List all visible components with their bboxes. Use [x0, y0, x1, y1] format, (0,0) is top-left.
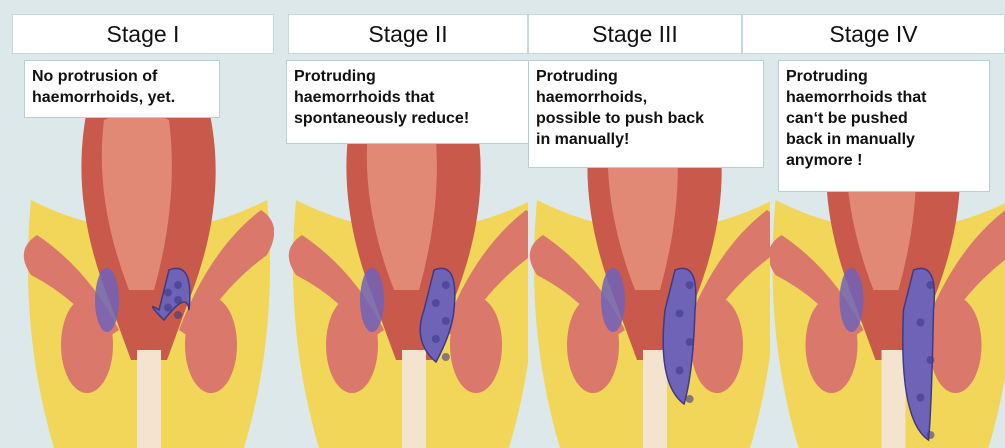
- anal-canal: [137, 350, 161, 448]
- vein-dot: [686, 338, 694, 346]
- stage-2-title: Stage II: [288, 14, 528, 54]
- anal-canal: [643, 350, 667, 448]
- haemorrhoid-cushion-left: [840, 268, 864, 332]
- sphincter-right: [185, 297, 237, 393]
- vein-dot: [174, 311, 182, 319]
- sphincter-right: [691, 297, 743, 393]
- haemorrhoid-cushion-left: [95, 268, 119, 332]
- vein-dot: [164, 289, 172, 297]
- vein-dot: [676, 310, 684, 318]
- anal-canal: [882, 350, 906, 448]
- sphincter-right: [930, 297, 982, 393]
- sphincter-right: [450, 297, 502, 393]
- vein-dot: [174, 281, 182, 289]
- vein-dot: [927, 431, 935, 439]
- vein-dot: [442, 353, 450, 361]
- stage-3-description: Protruding haemorrhoids, possible to pus…: [528, 60, 764, 168]
- vein-dot: [442, 317, 450, 325]
- vein-dot: [917, 319, 925, 327]
- stage-3-title: Stage III: [528, 14, 742, 54]
- vein-dot: [917, 394, 925, 402]
- vein-dot: [686, 281, 694, 289]
- vein-dot: [676, 367, 684, 375]
- vein-dot: [164, 304, 172, 312]
- vein-dot: [432, 299, 440, 307]
- vein-dot: [174, 296, 182, 304]
- vein-dot: [432, 335, 440, 343]
- stage-1-description: No protrusion of haemorrhoids, yet.: [24, 60, 220, 118]
- haemorrhoid-cushion-left: [360, 268, 384, 332]
- vein-dot: [927, 356, 935, 364]
- anal-canal: [402, 350, 426, 448]
- stage-4-title: Stage IV: [742, 14, 1005, 54]
- stage-4-description: Protruding haemorrhoids that can‘t be pu…: [778, 60, 990, 192]
- vein-dot: [442, 281, 450, 289]
- stage-2-description: Protruding haemorrhoids that spontaneous…: [286, 60, 530, 144]
- stage-1-title: Stage I: [12, 14, 274, 54]
- haemorrhoid-cushion-left: [601, 268, 625, 332]
- vein-dot: [927, 281, 935, 289]
- vein-dot: [686, 395, 694, 403]
